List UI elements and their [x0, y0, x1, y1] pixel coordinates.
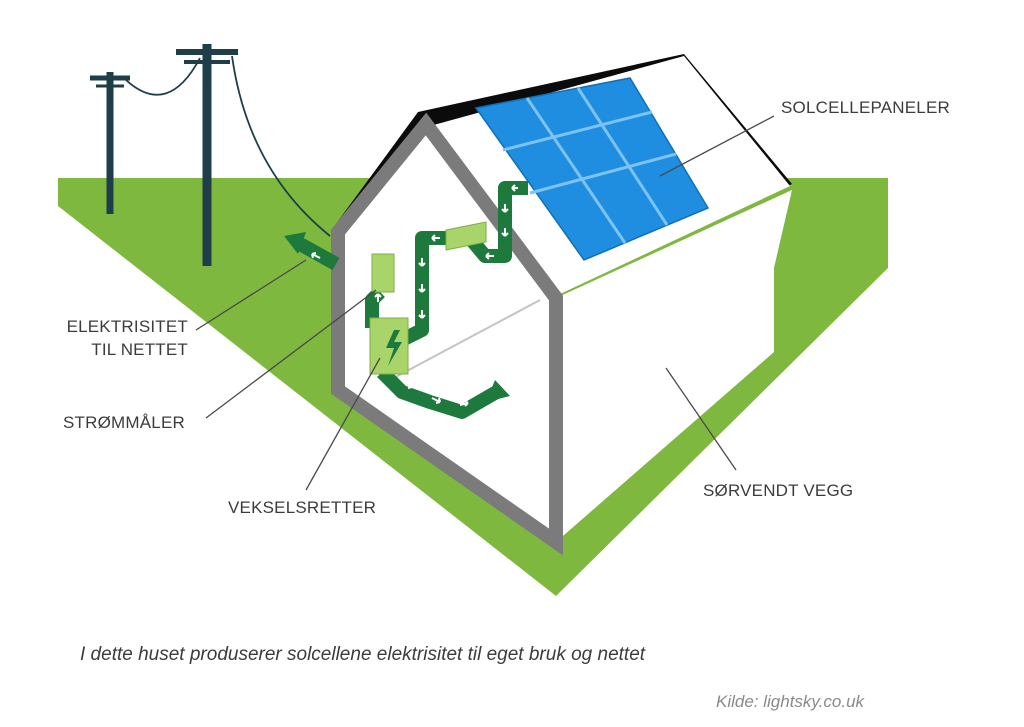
- label-elektrisitet: ELEKTRISITET: [66, 317, 188, 336]
- flow-arrows: [311, 184, 518, 407]
- lightning-icon: [386, 330, 402, 366]
- floor-line: [389, 299, 541, 381]
- label-til-nettet: TIL NETTET: [91, 340, 188, 359]
- label-solcellepaneler: SOLCELLEPANELER: [781, 98, 950, 117]
- utility-poles: [90, 44, 331, 266]
- south-wall: [556, 190, 792, 542]
- solar-panel: [474, 77, 710, 261]
- label-strommaler: STRØMMÅLER: [63, 413, 185, 432]
- label-vekselsretter: VEKSELSRETTER: [228, 498, 377, 517]
- flow-arrowhead-grid: [284, 232, 306, 254]
- leader-lines: [195, 115, 775, 491]
- strommaler-device: [371, 253, 395, 293]
- label-sorvendt-vegg: SØRVENDT VEGG: [703, 481, 854, 500]
- caption: I dette huset produserer solcellene elek…: [80, 644, 646, 665]
- source-credit: Kilde: lightsky.co.uk: [716, 692, 865, 711]
- house-frame: [331, 112, 563, 556]
- junction-box: [445, 221, 487, 251]
- flow-arrowhead-house: [486, 380, 510, 402]
